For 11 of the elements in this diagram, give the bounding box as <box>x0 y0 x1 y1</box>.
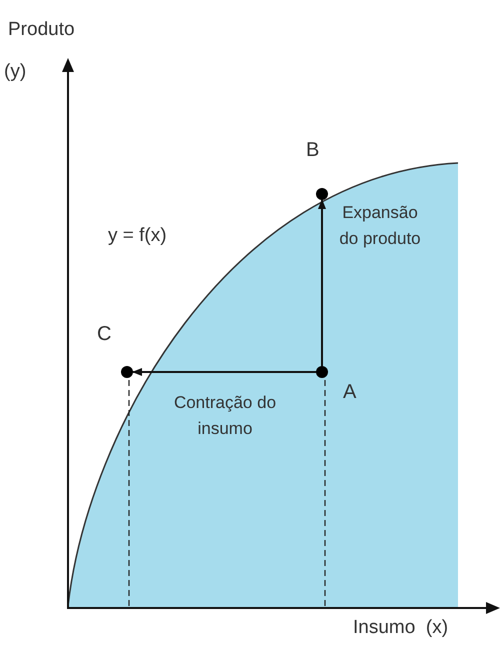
point-label: A <box>343 382 356 402</box>
arrow <box>318 199 326 366</box>
axis-label: Produto <box>8 20 75 39</box>
point-label: B <box>306 140 320 160</box>
edge-label: Expansão do produto <box>338 202 422 250</box>
edge-label: Contração do insumo <box>172 392 278 440</box>
point-label: C <box>97 324 112 344</box>
arrow <box>132 368 316 376</box>
axis-label: Insumo (x) <box>353 618 448 637</box>
axis-label: y = f(x) <box>108 226 167 245</box>
axis-label: (y) <box>4 62 26 81</box>
